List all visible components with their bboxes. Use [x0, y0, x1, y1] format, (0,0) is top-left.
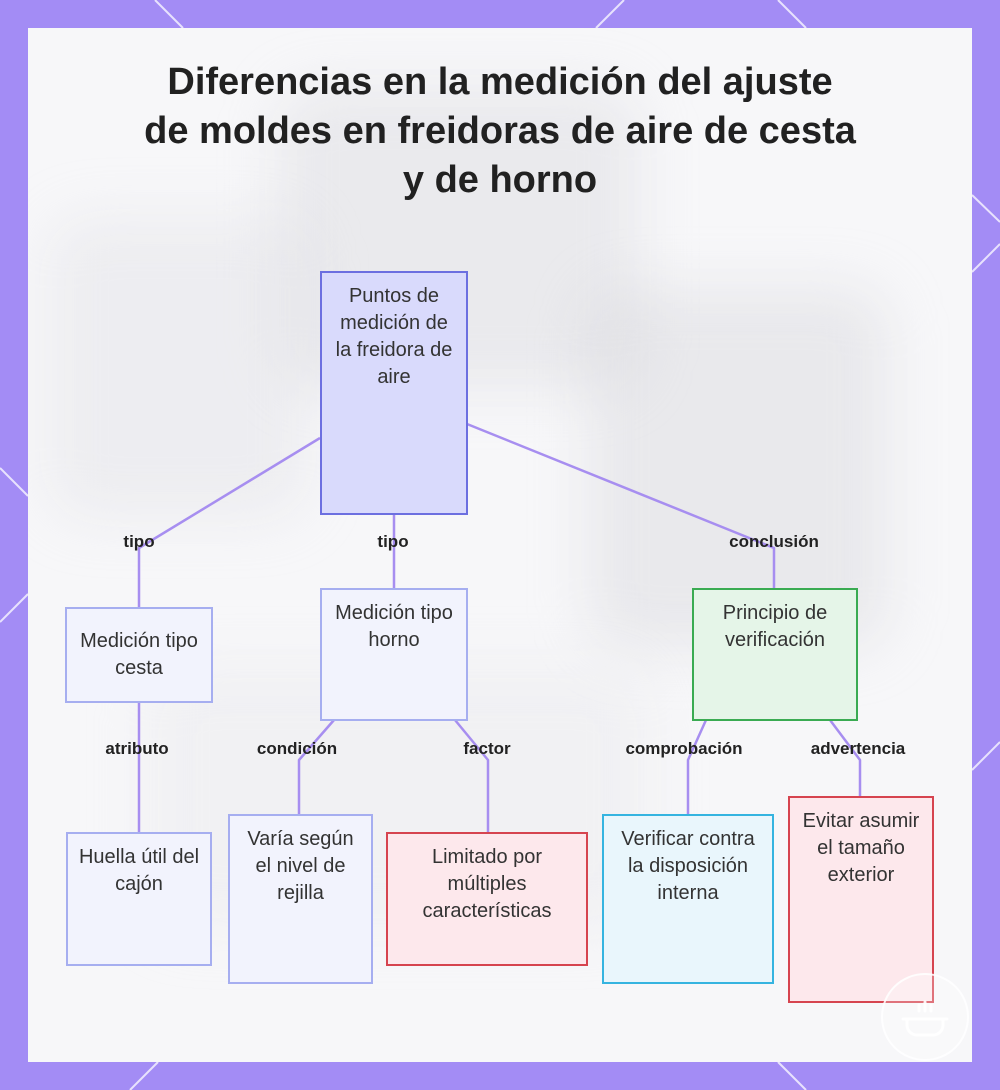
edge-label-condicion: condición: [256, 739, 338, 758]
diagram-title: Diferencias en la medición del ajuste de…: [144, 61, 856, 201]
node-rack-level: Varía según el nivel de rejilla: [228, 814, 373, 984]
edge-root-basket: [137, 436, 321, 608]
node-verification-principle: Principio de verificación: [692, 588, 858, 721]
node-basket-measurement: Medición tipo cesta: [65, 607, 213, 703]
background-shape: [48, 218, 308, 518]
node-oven-measurement: Medición tipo horno: [320, 588, 468, 721]
edge-oven-limited: [454, 719, 490, 833]
edge-label-comprobacion: comprobación: [625, 739, 743, 758]
cooking-pot-icon: [901, 1000, 949, 1037]
node-root: Puntos de medición de la freidora de air…: [320, 271, 468, 515]
edge-label-tipo: tipo: [377, 532, 409, 551]
edge-root-principle: [466, 422, 776, 589]
edge-oven-rack: [297, 719, 335, 815]
edge-principle-avoid: [829, 719, 862, 797]
edge-label-atributo: atributo: [105, 739, 169, 758]
node-avoid-outer-size: Evitar asumir el tamaño exterior: [788, 796, 934, 1003]
edge-label-advertencia: advertencia: [810, 739, 906, 758]
node-verify-layout: Verificar contra la disposición interna: [602, 814, 774, 984]
node-drawer-footprint: Huella útil del cajón: [66, 832, 212, 966]
edge-label-factor: factor: [463, 739, 511, 758]
edge-principle-verify: [686, 719, 708, 815]
brand-logo: [881, 973, 969, 1061]
edge-label-conclusion: conclusión: [729, 532, 819, 551]
node-limited-features: Limitado por múltiples características: [386, 832, 588, 966]
edge-label-tipo: tipo: [123, 532, 155, 551]
